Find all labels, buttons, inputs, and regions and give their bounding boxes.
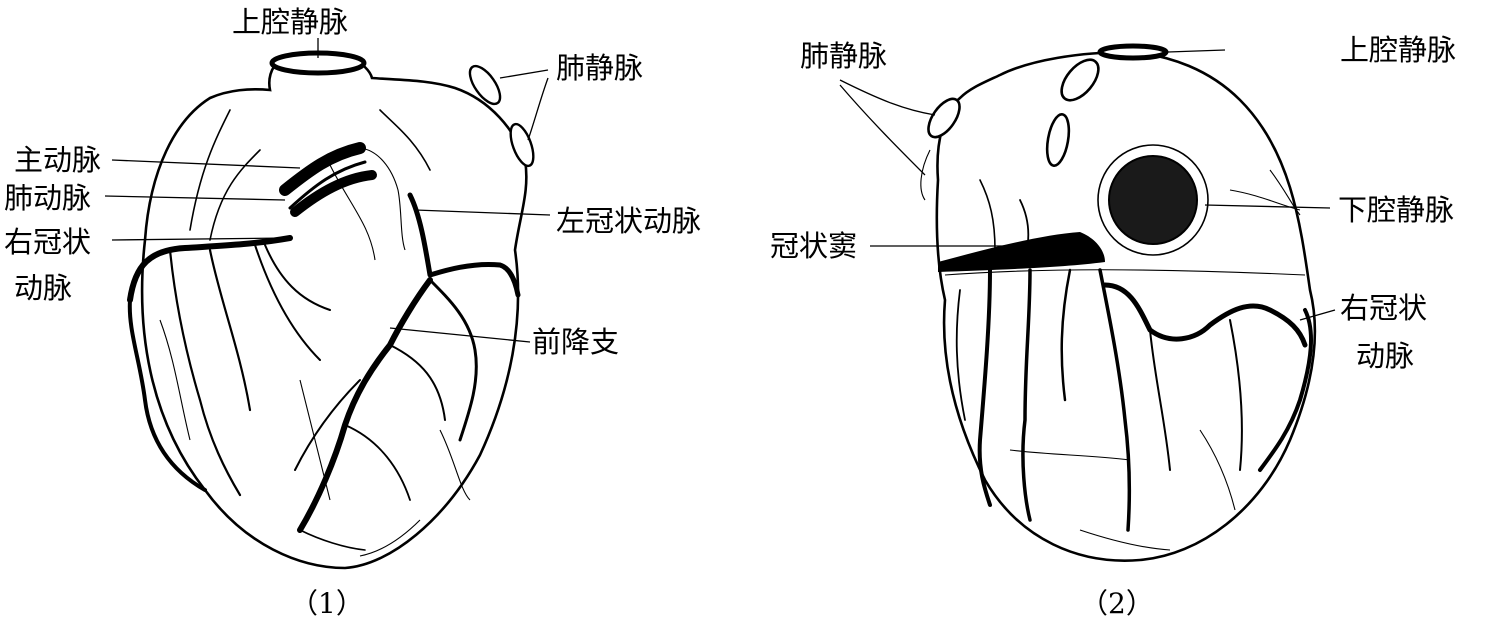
rca-vessel-2 — [1102, 282, 1308, 348]
pulmonary-vein-stubs-1 — [468, 64, 535, 168]
label-pulmonary-artery: 肺动脉 — [4, 181, 92, 215]
heart-posterior-view — [920, 43, 1317, 562]
heart-anterior-view — [127, 50, 535, 570]
caption-figure-2: （2） — [1080, 587, 1154, 620]
leader-lines-2 — [839, 49, 1336, 321]
rca-vessel-1 — [127, 235, 293, 303]
label-rca-2-line1: 右冠状 — [1340, 291, 1428, 325]
ivc-opening — [1097, 144, 1209, 256]
small-vessels-2 — [955, 169, 1301, 551]
label-coronary-sinus: 冠状窦 — [770, 229, 858, 263]
label-rca-1-line2: 动脉 — [14, 271, 73, 305]
label-rca-1-line1: 右冠状 — [4, 225, 92, 259]
heart-anterior-body — [140, 58, 528, 570]
label-left-coronary-artery: 左冠状动脉 — [556, 204, 702, 238]
label-anterior-descending: 前降支 — [532, 325, 620, 359]
label-pulmonary-vein-1: 肺静脉 — [556, 51, 644, 85]
label-ivc: 下腔静脉 — [1338, 193, 1455, 227]
svc-opening-2 — [1097, 43, 1169, 61]
small-vessels-1 — [159, 109, 471, 557]
caption-figure-1: （1） — [290, 587, 364, 620]
label-aorta: 主动脉 — [14, 143, 102, 177]
great-arteries-1 — [279, 142, 406, 261]
lca-vessel-1 — [407, 192, 521, 298]
label-svc-1: 上腔静脉 — [232, 5, 349, 39]
label-svc-2: 上腔静脉 — [1340, 33, 1457, 67]
pulmonary-vein-stubs-2 — [920, 58, 1100, 201]
leader-lines-1 — [104, 38, 551, 343]
label-rca-2-line2: 动脉 — [1356, 339, 1415, 373]
lad-vessel-1 — [297, 277, 433, 533]
coronary-sinus-vessel — [938, 232, 1105, 272]
label-pulmonary-vein-2: 肺静脉 — [800, 39, 888, 73]
